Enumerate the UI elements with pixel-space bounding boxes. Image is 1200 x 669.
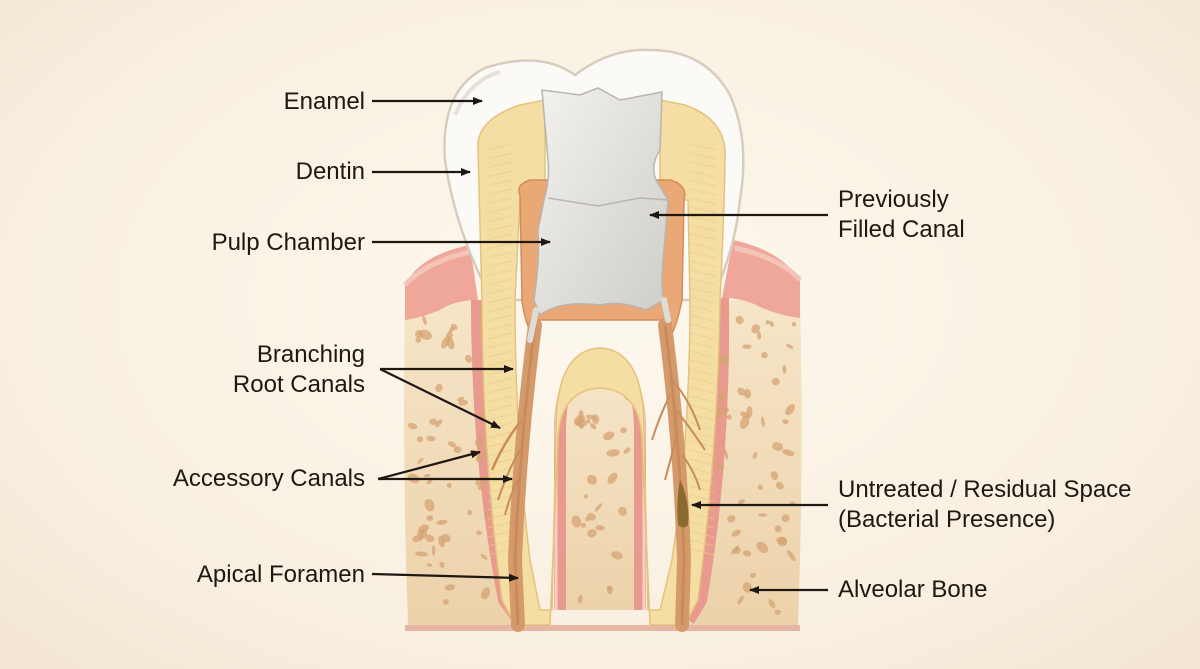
label-untreated-residual-space: Untreated / Residual Space (Bacterial Pr… <box>838 475 1168 535</box>
label-accessory-canals-text: Accessory Canals <box>120 464 365 494</box>
label-branching-root-canals: Branching Root Canals <box>200 340 365 400</box>
filling-shape <box>534 88 668 315</box>
label-untreated-line-2: (Bacterial Presence) <box>838 505 1168 535</box>
label-apical-foramen-text: Apical Foramen <box>150 560 365 590</box>
label-pulp-chamber: Pulp Chamber <box>165 228 365 258</box>
label-enamel: Enamel <box>230 87 365 117</box>
bone-pore <box>758 513 767 517</box>
label-dentin-text: Dentin <box>230 157 365 187</box>
label-untreated-line-1: Untreated / Residual Space <box>838 475 1168 505</box>
label-dentin: Dentin <box>230 157 365 187</box>
label-alveolar-bone-text: Alveolar Bone <box>838 575 1038 605</box>
label-pulp-chamber-text: Pulp Chamber <box>165 228 365 258</box>
label-apical-foramen: Apical Foramen <box>150 560 365 590</box>
label-branching-line-2: Root Canals <box>200 370 365 400</box>
label-alveolar-bone: Alveolar Bone <box>838 575 1038 605</box>
label-branching-line-1: Branching <box>200 340 365 370</box>
label-accessory-canals: Accessory Canals <box>120 464 365 494</box>
label-previously-line-1: Previously <box>838 185 1038 215</box>
label-enamel-text: Enamel <box>230 87 365 117</box>
label-previously-line-2: Filled Canal <box>838 215 1038 245</box>
label-previously-filled-canal: Previously Filled Canal <box>838 185 1038 245</box>
bone-pore <box>432 545 436 556</box>
